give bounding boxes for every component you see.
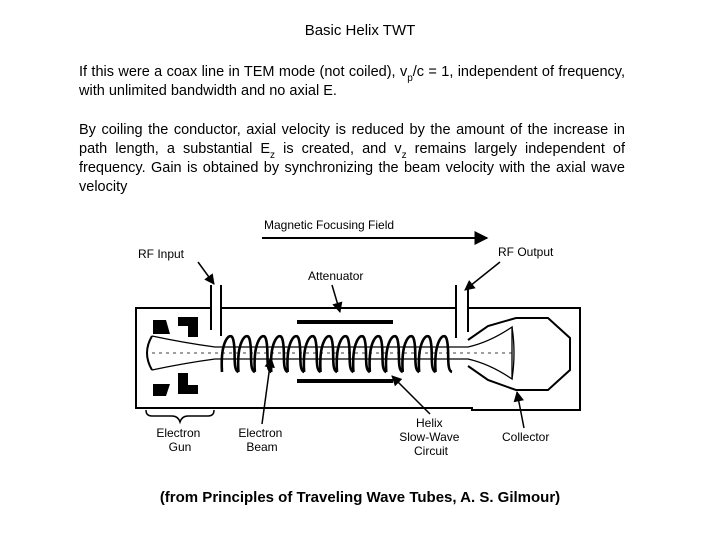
helix-pointer xyxy=(391,375,431,415)
tube-body-outline xyxy=(135,307,581,411)
p2-text-a: By coiling the conductor, axial velocity… xyxy=(79,122,625,157)
label-rf-input: RF Input xyxy=(138,247,185,261)
p2-subscript-z1: z xyxy=(270,149,276,161)
p1-text-b: /c = 1, independent of frequency, with u… xyxy=(79,64,625,99)
rf-input-pointer xyxy=(197,261,215,285)
label-electron-beam-line1: Electron xyxy=(238,426,282,440)
collector-pointer xyxy=(513,390,525,429)
attenuator-upper xyxy=(297,320,393,324)
label-electron-gun: Electron Gun xyxy=(156,426,203,454)
label-helix: Helix Slow-Wave Circuit xyxy=(399,416,463,458)
paragraph-coax: If this were a coax line in TEM mode (no… xyxy=(79,63,625,101)
label-helix-line2: Slow-Wave xyxy=(399,430,460,444)
source-caption: (from Principles of Traveling Wave Tubes… xyxy=(159,489,561,506)
label-helix-line1: Helix xyxy=(416,416,443,430)
p1-text-a: If this were a coax line in TEM mode (no… xyxy=(79,64,408,80)
rf-output-port xyxy=(455,285,469,338)
electron-gun-brace xyxy=(145,409,215,425)
gun-cathode xyxy=(146,335,153,371)
label-electron-beam: Electron Beam xyxy=(238,426,285,454)
label-electron-gun-line2: Gun xyxy=(169,440,192,454)
page-title: Basic Helix TWT xyxy=(304,22,416,39)
label-electron-gun-line1: Electron xyxy=(156,426,200,440)
label-electron-beam-line2: Beam xyxy=(246,440,277,454)
p2-text-c: remains largely independent of frequency… xyxy=(79,141,626,195)
label-helix-line3: Circuit xyxy=(414,444,449,458)
p2-text-b: is created, and v xyxy=(275,141,402,157)
electron-gun xyxy=(153,317,198,396)
label-collector: Collector xyxy=(502,430,549,444)
label-attenuator: Attenuator xyxy=(308,269,363,283)
electron-beam-pointer xyxy=(261,356,275,425)
collector-inner xyxy=(511,326,515,380)
label-magnetic-field: Magnetic Focusing Field xyxy=(264,218,394,232)
paragraph-coiling: By coiling the conductor, axial velocity… xyxy=(79,121,625,197)
collector xyxy=(467,317,571,391)
rf-output-pointer xyxy=(464,261,501,291)
helix-twt-diagram: Magnetic Focusing Field RF Input RF Outp… xyxy=(135,218,581,458)
p1-subscript-p: p xyxy=(407,72,413,84)
helix-coil xyxy=(220,334,453,374)
label-rf-output: RF Output xyxy=(498,245,554,259)
attenuator-lower xyxy=(297,379,393,383)
rf-input-port xyxy=(210,285,222,336)
p2-subscript-z2: z xyxy=(401,149,407,161)
